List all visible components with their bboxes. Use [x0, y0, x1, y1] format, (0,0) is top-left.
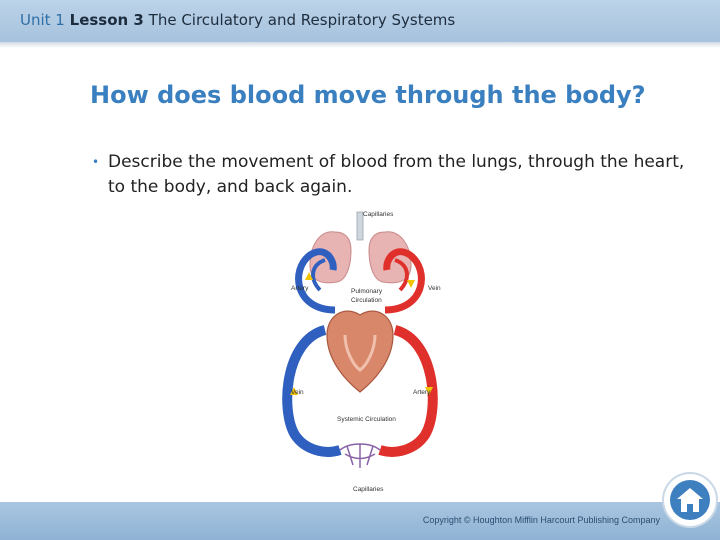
label-vein-right: Vein [428, 285, 441, 292]
header-bar: Unit 1 Lesson 3 The Circulatory and Resp… [0, 0, 720, 42]
flow-arrow [425, 387, 433, 395]
vein-right-loop [383, 248, 425, 314]
lesson-title: Unit 1 Lesson 3 The Circulatory and Resp… [20, 11, 455, 29]
copyright-text: Copyright © Houghton Mifflin Harcourt Pu… [422, 515, 660, 525]
footer-bar: Copyright © Houghton Mifflin Harcourt Pu… [0, 502, 720, 540]
label-systemic: Systemic Circulation [337, 416, 396, 423]
header-shadow [0, 42, 720, 48]
pulmonary-artery-vessel [311, 258, 326, 292]
bullet-icon: • [92, 155, 100, 169]
label-artery-left: Artery [291, 285, 309, 292]
artery-left-loop [295, 248, 337, 314]
home-icon[interactable] [672, 482, 708, 518]
topic-label: The Circulatory and Respiratory Systems [148, 11, 456, 29]
flow-arrow [305, 272, 313, 280]
label-capillaries-top: Capillaries [363, 211, 394, 218]
label-artery-right: Artery [413, 389, 431, 396]
pulmonary-vein-vessel [394, 258, 409, 292]
label-capillaries-bottom: Capillaries [353, 486, 384, 493]
unit-label: Unit 1 [20, 11, 65, 29]
heart [326, 310, 394, 393]
flow-arrow [290, 387, 298, 395]
artery-right-loop [378, 325, 438, 457]
circulation-diagram: Capillaries Artery Vein Pulmonary Circul… [265, 210, 455, 495]
bullet-item: • Describe the movement of blood from th… [92, 150, 692, 200]
vein-left-loop [282, 325, 342, 457]
slide-heading: How does blood move through the body? [90, 81, 646, 109]
home-button[interactable] [664, 474, 716, 526]
lesson-label: Lesson 3 [69, 11, 144, 29]
systemic-capillaries [339, 443, 381, 468]
heart-chambers [343, 334, 377, 372]
label-circulation: Circulation [351, 297, 382, 304]
trachea [356, 211, 364, 241]
bullet-text: Describe the movement of blood from the … [108, 152, 685, 197]
label-vein-left: Vein [291, 389, 304, 396]
circulation-diagram-svg: Capillaries Artery Vein Pulmonary Circul… [282, 211, 441, 493]
flow-arrow [407, 280, 415, 288]
label-pulmonary: Pulmonary [351, 288, 383, 295]
